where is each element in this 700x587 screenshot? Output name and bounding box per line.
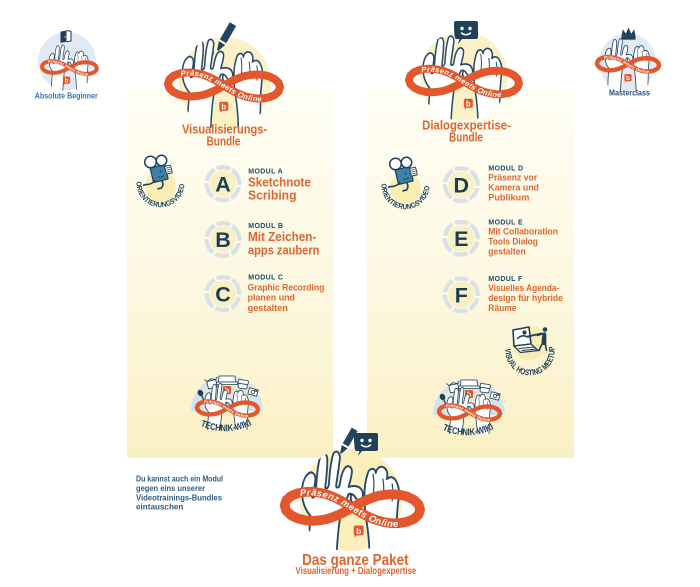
svg-text:E: E: [454, 227, 468, 251]
svg-text:Das ganze Paket: Das ganze Paket: [302, 552, 409, 569]
svg-text:Visuelles Agenda-: Visuelles Agenda-: [488, 283, 559, 294]
svg-text:MODUL F: MODUL F: [488, 276, 523, 283]
svg-text:Masterclass: Masterclass: [609, 88, 650, 98]
svg-text:MODUL E: MODUL E: [488, 220, 523, 227]
svg-text:A: A: [215, 172, 231, 196]
svg-text:MODUL A: MODUL A: [248, 169, 283, 176]
svg-text:C: C: [215, 282, 231, 306]
svg-text:Graphic Recording: Graphic Recording: [248, 282, 325, 293]
svg-text:Mit Zeichen-: Mit Zeichen-: [248, 229, 316, 244]
svg-text:Publikum: Publikum: [488, 193, 529, 204]
svg-text:Bundle: Bundle: [207, 133, 241, 148]
svg-text:Kamera und: Kamera und: [488, 183, 539, 194]
svg-text:gestalten: gestalten: [248, 303, 288, 314]
svg-text:D: D: [454, 173, 470, 197]
svg-text:Scribing: Scribing: [248, 188, 297, 203]
svg-text:MODUL C: MODUL C: [248, 275, 283, 282]
svg-text:gegen eins unserer: gegen eins unserer: [136, 484, 205, 493]
svg-text:Räume: Räume: [488, 303, 516, 314]
svg-text:Visualisierung + Dialogexperti: Visualisierung + Dialogexpertise: [296, 566, 417, 577]
svg-text:Sketchnote: Sketchnote: [248, 174, 311, 189]
svg-text:MODUL D: MODUL D: [488, 165, 523, 172]
svg-text:Visualisierungs-: Visualisierungs-: [182, 122, 267, 137]
svg-text:B: B: [215, 228, 231, 252]
svg-text:Absolute Beginner: Absolute Beginner: [35, 92, 99, 101]
svg-text:planen und: planen und: [248, 293, 296, 304]
svg-text:design für hybride: design für hybride: [488, 293, 563, 304]
svg-text:apps zaubern: apps zaubern: [248, 242, 319, 257]
svg-text:MODUL B: MODUL B: [248, 223, 283, 230]
svg-text:Dialogexpertise-: Dialogexpertise-: [422, 118, 511, 133]
svg-text:eintauschen: eintauschen: [136, 503, 184, 512]
svg-text:Mit Collaboration: Mit Collaboration: [488, 226, 558, 237]
svg-text:Tools Dialog: Tools Dialog: [488, 236, 538, 247]
svg-text:Bundle: Bundle: [449, 129, 483, 144]
svg-text:Du kannst auch ein Modul: Du kannst auch ein Modul: [136, 475, 223, 484]
svg-text:Präsenz vor: Präsenz vor: [488, 173, 537, 184]
svg-text:gestalten: gestalten: [488, 246, 526, 257]
svg-text:Videotrainings-Bundles: Videotrainings-Bundles: [136, 493, 223, 502]
svg-text:F: F: [455, 284, 468, 308]
